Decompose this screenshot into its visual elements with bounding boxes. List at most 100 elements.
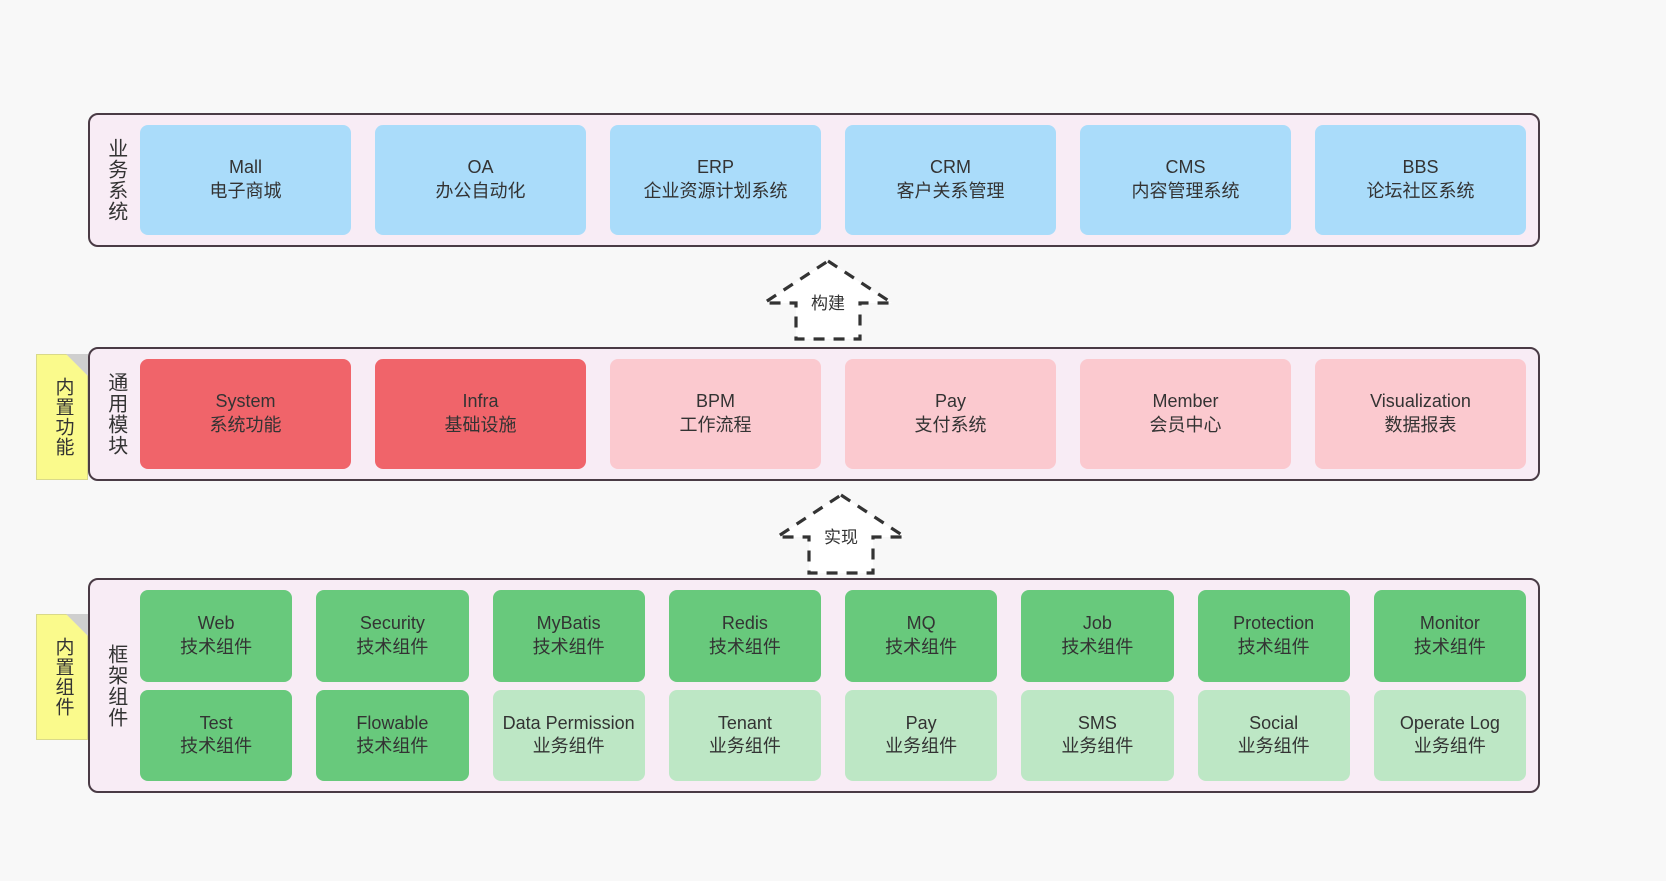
box-name: System [215, 391, 276, 412]
layer-body-modules: System 系统功能 Infra 基础设施 BPM 工作流程 Pay 支付系统 Member 会… [140, 349, 1538, 479]
connector-implement-label: 实现 [824, 528, 858, 547]
box-tenant[interactable]: Tenant 业务组件 [668, 689, 821, 781]
box-desc: 支付系统 [914, 415, 987, 435]
box-desc: 客户关系管理 [896, 181, 1005, 201]
box-name: Data Permission [502, 712, 635, 733]
box-desc: 技术组件 [180, 636, 253, 657]
box-security[interactable]: Security 技术组件 [316, 590, 469, 682]
box-desc: 电子商城 [209, 181, 282, 201]
box-bbs[interactable]: BBS 论坛社区系统 [1315, 125, 1526, 235]
layer-modules-row: System 系统功能 Infra 基础设施 BPM 工作流程 Pay 支付系统 Member 会… [140, 349, 1526, 479]
note-builtin-functions: 内置功能 [36, 354, 88, 480]
box-desc: 论坛社区系统 [1366, 181, 1475, 201]
note-builtin-components: 内置组件 [36, 614, 88, 740]
box-monitor[interactable]: Monitor 技术组件 [1373, 590, 1526, 682]
box-name: Member [1152, 391, 1219, 412]
connector-build-label: 构建 [811, 294, 845, 313]
layer-title-framework: 框架组件 [104, 643, 127, 728]
box-visualization[interactable]: Visualization 数据报表 [1315, 359, 1526, 469]
box-name: Social [1249, 712, 1299, 733]
box-desc: 企业资源计划系统 [643, 181, 788, 201]
box-flowable[interactable]: Flowable 技术组件 [316, 689, 469, 781]
box-desc: 工作流程 [679, 415, 752, 435]
box-name: CMS [1165, 157, 1206, 178]
box-member[interactable]: Member 会员中心 [1080, 359, 1291, 469]
box-desc: 基础设施 [444, 415, 517, 435]
box-desc: 技术组件 [1237, 636, 1310, 657]
box-pay[interactable]: Pay 业务组件 [845, 689, 998, 781]
connector-implement-arrow: 实现 [771, 489, 911, 577]
box-name: BPM [695, 391, 735, 412]
box-name: Tenant [717, 712, 772, 733]
box-oa[interactable]: OA 办公自动化 [375, 125, 586, 235]
box-test[interactable]: Test 技术组件 [140, 689, 293, 781]
box-protection[interactable]: Protection 技术组件 [1197, 590, 1350, 682]
box-desc: 技术组件 [1413, 636, 1486, 657]
layer-title-modules: 通用模块 [104, 372, 127, 456]
box-desc: 系统功能 [209, 415, 282, 435]
box-name: BBS [1402, 157, 1439, 178]
box-sms[interactable]: SMS 业务组件 [1021, 689, 1174, 781]
box-desc: 业务组件 [885, 736, 958, 757]
layer-title-business: 业务系统 [104, 138, 127, 222]
box-desc: 业务组件 [1061, 736, 1134, 757]
box-desc: 技术组件 [1061, 636, 1134, 657]
box-name: SMS [1077, 712, 1117, 733]
box-name: Operate Log [1399, 712, 1500, 733]
box-name: Protection [1233, 613, 1315, 633]
box-crm[interactable]: CRM 客户关系管理 [845, 125, 1056, 235]
box-mall[interactable]: Mall 电子商城 [140, 125, 351, 235]
box-desc: 技术组件 [180, 736, 253, 757]
box-name: Job [1082, 613, 1112, 633]
box-name: OA [467, 157, 494, 178]
box-redis[interactable]: Redis 技术组件 [668, 590, 821, 682]
box-desc: 技术组件 [885, 636, 958, 657]
box-pay[interactable]: Pay 支付系统 [845, 359, 1056, 469]
box-desc: 业务组件 [708, 736, 781, 757]
box-name: Redis [721, 613, 768, 633]
box-name: ERP [696, 157, 734, 178]
box-name: Test [199, 712, 233, 733]
box-name: Web [197, 613, 235, 633]
box-mq[interactable]: MQ 技术组件 [845, 590, 998, 682]
box-name: Pay [934, 391, 967, 412]
box-desc: 技术组件 [708, 636, 781, 657]
box-desc: 办公自动化 [435, 181, 526, 201]
box-name: MyBatis [536, 613, 601, 633]
box-desc: 业务组件 [1237, 736, 1310, 757]
box-name: Infra [462, 391, 499, 412]
box-web[interactable]: Web 技术组件 [140, 590, 293, 682]
box-name: Flowable [356, 712, 429, 733]
box-erp[interactable]: ERP 企业资源计划系统 [610, 125, 821, 235]
layer-common-modules: 通用模块 System 系统功能 Infra 基础设施 BPM 工作流程 Pay 支付系统 Me… [88, 347, 1540, 481]
box-desc: 技术组件 [356, 636, 429, 657]
box-system[interactable]: System 系统功能 [140, 359, 351, 469]
box-desc: 会员中心 [1149, 415, 1222, 435]
box-name: Security [359, 613, 425, 633]
box-name: Mall [228, 157, 262, 178]
box-name: CRM [930, 157, 971, 178]
box-data-permission[interactable]: Data Permission 业务组件 [492, 689, 645, 781]
box-name: Monitor [1419, 613, 1480, 633]
connector-build-arrow: 构建 [758, 255, 898, 343]
box-infra[interactable]: Infra 基础设施 [375, 359, 586, 469]
box-desc: 业务组件 [532, 736, 605, 757]
box-name: MQ [906, 613, 936, 633]
box-desc: 业务组件 [1413, 736, 1486, 757]
box-operate-log[interactable]: Operate Log 业务组件 [1373, 689, 1526, 781]
box-job[interactable]: Job 技术组件 [1021, 590, 1174, 682]
box-desc: 数据报表 [1384, 415, 1457, 435]
box-social[interactable]: Social 业务组件 [1197, 689, 1350, 781]
box-desc: 技术组件 [356, 736, 429, 757]
box-bpm[interactable]: BPM 工作流程 [610, 359, 821, 469]
box-name: Visualization [1370, 391, 1471, 412]
box-name: Pay [905, 712, 937, 733]
